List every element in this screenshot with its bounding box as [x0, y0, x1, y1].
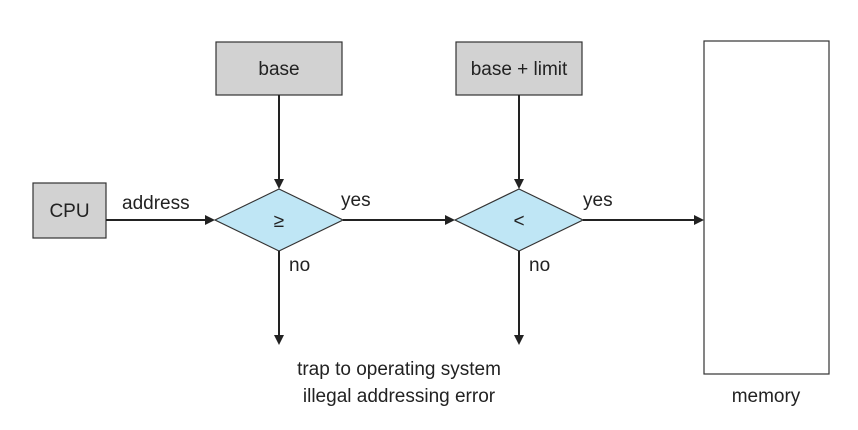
compare-lt-symbol: <	[513, 211, 524, 232]
trap-label-line2: illegal addressing error	[303, 386, 496, 407]
cpu-box	[32, 182, 107, 239]
compare-ge-symbol: ≥	[274, 211, 284, 232]
yes-arrowhead-2	[694, 215, 704, 225]
base-box	[215, 41, 343, 96]
yes-label-2: yes	[583, 190, 613, 211]
base-limit-label: base + limit	[471, 59, 568, 80]
memory-box	[703, 40, 830, 375]
address-arrowhead	[205, 215, 215, 225]
yes-label-1: yes	[341, 190, 371, 211]
base-limit-arrowhead	[514, 179, 524, 189]
no-label-2: no	[529, 255, 550, 276]
trap-label-line1: trap to operating system	[297, 359, 501, 380]
no-label-1: no	[289, 255, 310, 276]
no-arrowhead-2	[514, 335, 524, 345]
base-limit-box	[455, 41, 583, 96]
yes-arrowhead-1	[445, 215, 455, 225]
address-label: address	[122, 193, 190, 214]
memory-label: memory	[732, 386, 801, 407]
base-label: base	[258, 59, 299, 80]
cpu-label: CPU	[49, 201, 89, 222]
base-arrowhead	[274, 179, 284, 189]
no-arrowhead-1	[274, 335, 284, 345]
